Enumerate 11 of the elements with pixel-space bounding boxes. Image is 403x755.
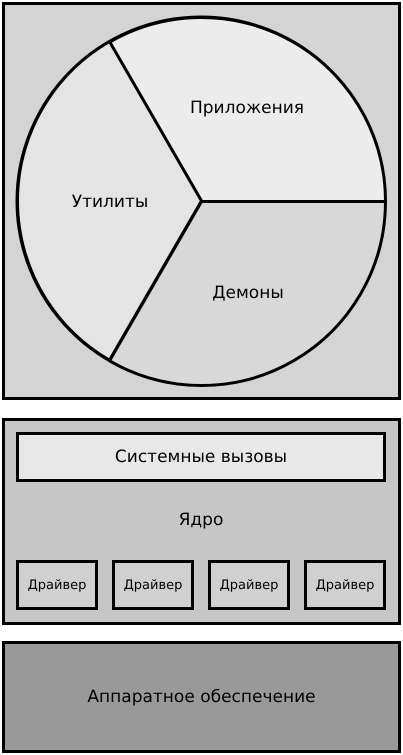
syscall-box: Системные вызовы (16, 432, 386, 482)
driver-box: Драйвер (16, 560, 98, 610)
sector-label: Демоны (212, 283, 284, 303)
driver-box: Драйвер (112, 560, 194, 610)
kernel-panel (2, 418, 401, 625)
driver-box: Драйвер (208, 560, 290, 610)
layer-label: Ядро (178, 510, 224, 530)
driver-box: Драйвер (304, 560, 386, 610)
sector-label: Утилиты (72, 192, 148, 212)
sector-label: Приложения (190, 98, 304, 118)
hardware-box: Аппаратное обеспечение (2, 641, 401, 753)
